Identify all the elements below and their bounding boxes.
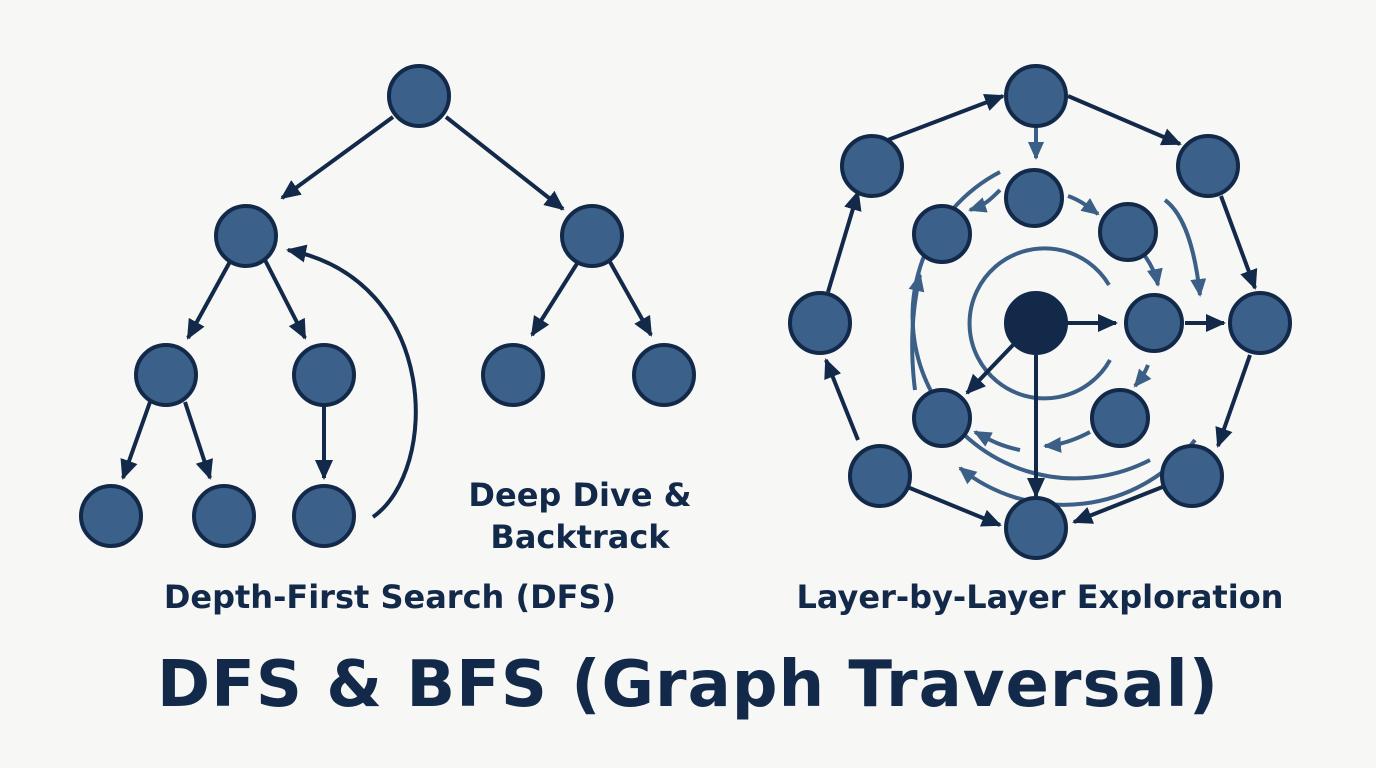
bfs-inner-arrow-7 bbox=[908, 273, 925, 391]
bfs-inner-arrow-6 bbox=[973, 430, 1021, 452]
bfs-outer-node-right bbox=[1228, 291, 1292, 355]
dfs-node-leaf-2 bbox=[192, 484, 256, 548]
bfs-inner-arrow-3 bbox=[1143, 254, 1163, 287]
dfs-node-rl bbox=[481, 343, 545, 407]
dfs-node-leaf-3 bbox=[292, 484, 356, 548]
dfs-node-leaf-1 bbox=[79, 484, 143, 548]
dfs-edge-left-ll bbox=[186, 257, 234, 340]
page-title: DFS & BFS (Graph Traversal) bbox=[157, 648, 1219, 722]
dfs-annotation: Deep Dive & Backtrack bbox=[430, 474, 730, 558]
bfs-outer-arrow-6 bbox=[904, 484, 1002, 527]
dfs-edge-right-rr bbox=[608, 261, 653, 337]
dfs-annotation-line1: Deep Dive & bbox=[468, 476, 692, 514]
bfs-graph bbox=[788, 64, 1292, 560]
bfs-inner-node-bottom-left bbox=[912, 388, 972, 448]
bfs-outer-arrow-4 bbox=[1215, 354, 1252, 448]
bfs-inner-arrow-4 bbox=[1133, 364, 1152, 388]
dfs-node-lr bbox=[292, 343, 356, 407]
bfs-outer-arrow-2 bbox=[1067, 94, 1182, 146]
bfs-inner-node-top-left bbox=[912, 204, 972, 264]
bfs-outer-arrow-8 bbox=[826, 190, 862, 293]
dfs-node-right bbox=[560, 204, 624, 268]
bfs-outer-arrow-5 bbox=[1072, 484, 1166, 524]
bfs-outer-arrow-1 bbox=[871, 94, 1005, 148]
bfs-outer-node-top bbox=[1004, 64, 1068, 128]
dfs-node-ll bbox=[134, 343, 198, 407]
dfs-edge-right-rl bbox=[530, 260, 580, 337]
bfs-inner-arrow-1 bbox=[968, 188, 1002, 213]
bfs-ring-inner bbox=[967, 246, 1112, 401]
bfs-inner-node-right bbox=[1124, 293, 1184, 353]
dfs-edge-left-lr bbox=[263, 259, 307, 340]
bfs-inner-arrow-5 bbox=[1043, 430, 1091, 453]
bfs-outer-node-bottom bbox=[1004, 496, 1068, 560]
dfs-annotation-line2: Backtrack bbox=[490, 518, 670, 556]
dfs-edge-root-right bbox=[444, 115, 565, 211]
dfs-edge-ll-a bbox=[120, 401, 152, 480]
bfs-inner-node-bottom-right bbox=[1090, 388, 1150, 448]
bfs-inner-node-top-right bbox=[1098, 202, 1158, 262]
bfs-outer-node-bottom-right bbox=[1160, 444, 1224, 508]
bfs-outer-node-top-left bbox=[840, 134, 904, 198]
dfs-node-left bbox=[214, 204, 278, 268]
bfs-outer-arrow-7 bbox=[824, 358, 860, 441]
bfs-spoke-lower-left bbox=[965, 343, 1015, 395]
bfs-ring-arc-bottom bbox=[958, 438, 1197, 507]
dfs-node-rr bbox=[632, 343, 696, 407]
bfs-outer-node-left bbox=[788, 291, 852, 355]
backtrack-arrow bbox=[286, 244, 418, 519]
bfs-inner-arrow-9 bbox=[1163, 198, 1207, 297]
bfs-start-node bbox=[1004, 291, 1068, 355]
bfs-caption: Layer-by-Layer Exploration bbox=[796, 578, 1284, 616]
bfs-outer-node-top-right bbox=[1176, 134, 1240, 198]
dfs-edge-ll-b bbox=[183, 401, 213, 480]
bfs-outer-node-bottom-left bbox=[848, 444, 912, 508]
bfs-inner-node-top bbox=[1004, 168, 1064, 228]
dfs-tree bbox=[79, 64, 696, 548]
dfs-caption: Depth-First Search (DFS) bbox=[163, 578, 617, 616]
dfs-edge-root-left bbox=[280, 115, 395, 200]
bfs-inner-arrow-2 bbox=[1067, 194, 1100, 216]
dfs-node-root bbox=[387, 64, 451, 128]
bfs-outer-arrow-3 bbox=[1219, 195, 1258, 290]
